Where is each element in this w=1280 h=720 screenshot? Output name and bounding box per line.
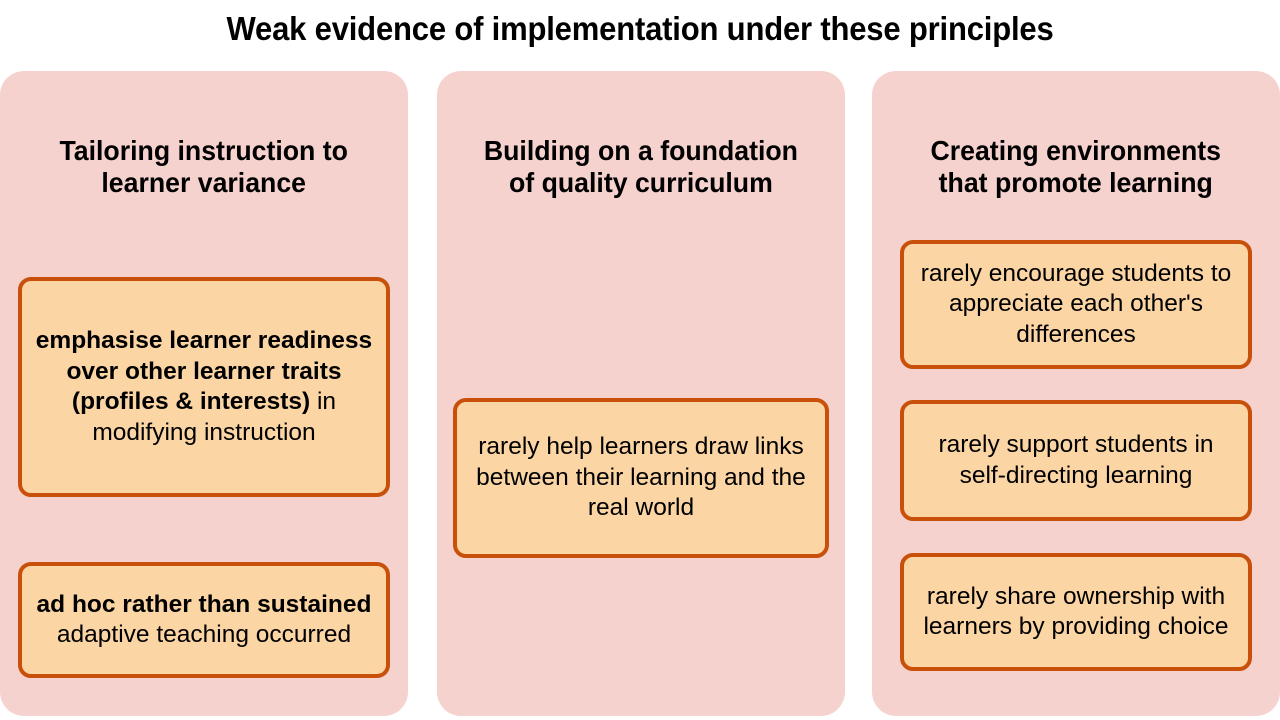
callout-1-1-regular: in modifying instruction: [92, 388, 337, 446]
callout-3-1-regular: rarely encourage students to appreciate …: [920, 259, 1232, 348]
callout-3-3-regular: rarely share ownership with learners by …: [923, 582, 1229, 641]
panel-heading-3: Creating environments that promote learn…: [930, 135, 1222, 198]
callout-1-2-bold: ad hoc rather than sustained: [36, 590, 372, 618]
principle-panel-learning-environments: Creating environments that promote learn…: [872, 71, 1280, 716]
callout-1-2-text: ad hoc rather than sustained adaptive te…: [22, 590, 386, 651]
callout-3-1: rarely encourage students to appreciate …: [900, 240, 1252, 369]
panel-heading-2: Building on a foundation of quality curr…: [483, 135, 799, 198]
callout-2-1-regular: rarely help learners draw links between …: [476, 433, 806, 522]
principles-columns: Tailoring instruction to learner varianc…: [0, 71, 1280, 716]
callout-1-1-text: emphasise learner readiness over other l…: [22, 326, 386, 448]
callout-3-2-regular: rarely support students in self-directin…: [938, 431, 1214, 489]
callout-1-2-regular: adaptive teaching occurred: [56, 621, 352, 648]
callout-1-1-bold: emphasise learner readiness over other l…: [35, 327, 373, 415]
slide-title: Weak evidence of implementation under th…: [226, 10, 1054, 47]
principle-panel-quality-curriculum: Building on a foundation of quality curr…: [437, 71, 845, 716]
panel-heading-1: Tailoring instruction to learner varianc…: [59, 135, 349, 198]
callout-1-1: emphasise learner readiness over other l…: [18, 277, 390, 497]
callout-3-1-text: rarely encourage students to appreciate …: [904, 259, 1248, 351]
callout-3-3: rarely share ownership with learners by …: [900, 553, 1252, 671]
callout-2-1-text: rarely help learners draw links between …: [457, 432, 825, 524]
callout-1-2: ad hoc rather than sustained adaptive te…: [18, 562, 390, 678]
callout-3-3-text: rarely share ownership with learners by …: [904, 582, 1248, 643]
callout-3-2-text: rarely support students in self-directin…: [904, 430, 1248, 491]
callout-2-1: rarely help learners draw links between …: [453, 398, 829, 558]
callout-3-2: rarely support students in self-directin…: [900, 400, 1252, 521]
principle-panel-tailoring-instruction: Tailoring instruction to learner varianc…: [0, 71, 408, 716]
